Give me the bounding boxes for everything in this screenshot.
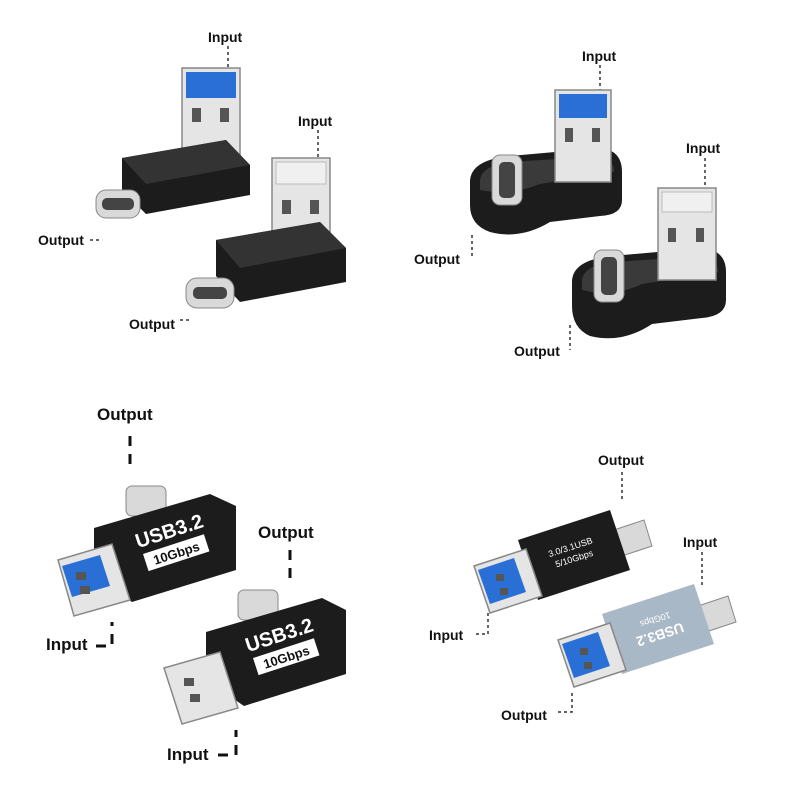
adapter-a [470,89,622,235]
usb-pin-hole [220,108,229,122]
adapter-b: USB3.2 10Gbps [163,589,346,725]
input-label: Input [167,745,209,764]
usb-blue-insert [186,72,236,98]
input-label: Input [46,635,88,654]
usb-a-plug [163,651,239,725]
adapter-black: 3.0/3.1USB 5/10Gbps [473,510,653,614]
adapter-a [95,67,250,219]
input-label: Input [683,534,718,550]
panel-top-right: Input Input Output Output [400,0,800,400]
output-label: Output [414,251,460,267]
straight-adapters-bottom-right: 3.0/3.1USB 5/10Gbps USB3.2 10Gbps [473,472,737,713]
output-label: Output [598,452,644,468]
leader-line [218,730,238,757]
output-label: Output [38,232,84,248]
panel-bottom-left: USB3.2 10Gbps USB3.2 10Gbps Output Outpu… [0,400,400,800]
output-label: Output [129,316,175,332]
usb-pin-hole [192,108,201,122]
panel-top-left: Input Input Output Output [0,0,400,400]
leader-line [558,692,573,713]
adapter-b [572,187,726,339]
input-label: Input [298,113,333,129]
adapter-silver: USB3.2 10Gbps [557,584,737,688]
angled-adapters-top-left [90,46,346,321]
adapter-a: USB3.2 10Gbps [57,485,236,617]
output-label: Output [514,343,560,359]
input-label: Input [208,29,243,45]
leader-line [96,622,114,648]
input-label: Input [582,48,617,64]
adapter-body [602,584,714,674]
input-label: Input [686,140,721,156]
output-label: Output [501,707,547,723]
input-label: Input [429,627,464,643]
usb-blue-insert [559,94,607,118]
output-label: Output [258,523,314,542]
panel-bottom-right: 3.0/3.1USB 5/10Gbps USB3.2 10Gbps Output… [400,400,800,800]
adapter-body [518,510,630,600]
adapter-b [185,157,346,309]
output-label: Output [97,405,153,424]
usb32-adapters-bottom-left: USB3.2 10Gbps USB3.2 10Gbps [57,436,346,757]
u-shaped-adapters-top-right [470,65,726,350]
leader-line [476,612,489,635]
